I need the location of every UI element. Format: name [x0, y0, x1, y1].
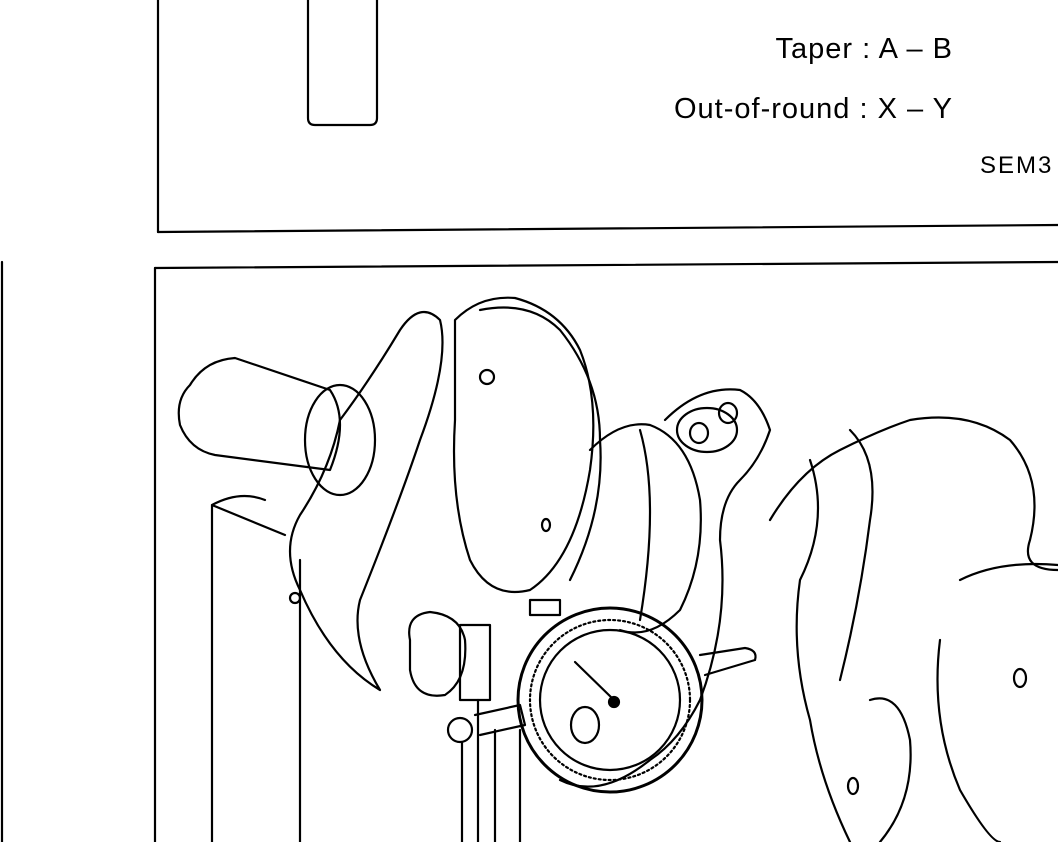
crankshaft: [177, 296, 1058, 842]
dial-indicator: [408, 598, 757, 842]
bottom-figure-frame: [153, 260, 1058, 842]
out-of-round-label: Out-of-round : X – Y: [674, 93, 953, 125]
taper-label: Taper : A – B: [775, 33, 953, 65]
v-block: [210, 494, 302, 842]
figure-code: SEM3: [980, 152, 1054, 179]
